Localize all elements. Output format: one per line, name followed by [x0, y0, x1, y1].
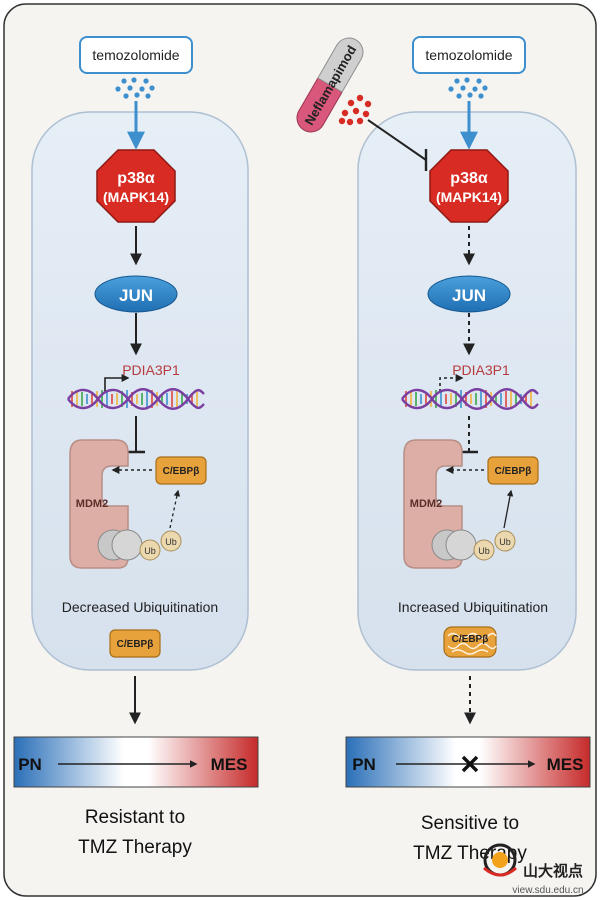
right-block-cross-icon: [461, 755, 479, 773]
right-ub1-label: Ub: [478, 546, 490, 556]
right-dna-helix: [401, 388, 539, 410]
right-p38-octagon: [429, 149, 509, 223]
right-jun-ellipse: [427, 275, 511, 313]
left-ub2-circle: [160, 530, 182, 552]
watermark-brand: 山大视点: [523, 862, 583, 880]
left-cebpb-bottom-label: C/EBPβ: [117, 639, 154, 650]
right-jun-label: JUN: [452, 286, 486, 305]
left-tss-arrow: [104, 374, 130, 392]
left-p38-octagon: [96, 149, 176, 223]
left-e2-complex: [97, 529, 143, 561]
left-ub1-label: Ub: [144, 546, 156, 556]
left-p38-line1: p38α: [117, 170, 155, 187]
right-p38-line1: p38α: [450, 170, 488, 187]
left-pn-label: PN: [18, 755, 42, 774]
right-ub-to-cebpb-arrow: [503, 489, 514, 529]
right-outcome-line1: Sensitive to: [421, 813, 519, 834]
watermark-url: view.sdu.edu.cn: [512, 885, 583, 896]
left-outcome-line2: TMZ Therapy: [78, 837, 192, 858]
left-drug-particles: [115, 77, 155, 99]
right-p38-line2: (MAPK14): [436, 189, 502, 205]
right-gene-label: PDIA3P1: [452, 362, 510, 378]
left-ub1-circle: [139, 539, 161, 561]
left-pn-mes-bar: [13, 736, 259, 788]
left-ubiquitination-label: Decreased Ubiquitination: [62, 599, 218, 615]
right-ub2-circle: [494, 530, 516, 552]
right-temozolomide-box: [412, 36, 526, 74]
watermark-logo-icon: [483, 843, 517, 877]
watermark: 山大视点 view.sdu.edu.cn: [483, 843, 584, 896]
right-degraded-cebpb: [443, 626, 497, 658]
right-drug-particles: [448, 77, 488, 99]
left-p38-line2: (MAPK14): [103, 189, 169, 205]
left-temozolomide-label: temozolomide: [92, 47, 179, 63]
left-mes-label: MES: [211, 755, 248, 774]
right-ub2-label: Ub: [499, 537, 511, 547]
right-ub1-circle: [473, 539, 495, 561]
left-dna-helix: [67, 388, 205, 410]
left-mdm2-label: MDM2: [76, 498, 108, 510]
left-jun-ellipse: [94, 275, 178, 313]
left-gene-label: PDIA3P1: [122, 362, 180, 378]
right-inhibitor-line: [367, 119, 427, 161]
left-temozolomide-box: [79, 36, 193, 74]
right-cebpb-label: C/EBPβ: [495, 466, 532, 477]
right-e2-complex: [431, 529, 477, 561]
left-ub-to-cebpb-arrow: [169, 489, 181, 529]
right-mes-label: MES: [547, 755, 584, 774]
right-temozolomide-label: temozolomide: [425, 47, 512, 63]
right-tss-arrow: [439, 374, 464, 392]
right-pn-label: PN: [352, 755, 376, 774]
right-inhibitor-particles: [338, 94, 372, 126]
left-jun-label: JUN: [119, 286, 153, 305]
left-outcome-line1: Resistant to: [85, 807, 185, 828]
left-cebpb-label: C/EBPβ: [163, 466, 200, 477]
right-cebpb-bottom-label: C/EBPβ: [452, 634, 489, 645]
right-cebpb-box: [487, 456, 539, 485]
right-outcome-line2: TMZ Therapy: [413, 843, 527, 864]
left-ub2-label: Ub: [165, 537, 177, 547]
left-cebpb-bottom-box: [109, 629, 161, 658]
left-panel: temozolomide p38α (MAPK14) JUN PDIA3P1: [13, 36, 259, 858]
right-ubiquitination-label: Increased Ubiquitination: [398, 599, 548, 615]
left-cebpb-box: [155, 456, 207, 485]
right-mdm2-label: MDM2: [410, 498, 442, 510]
